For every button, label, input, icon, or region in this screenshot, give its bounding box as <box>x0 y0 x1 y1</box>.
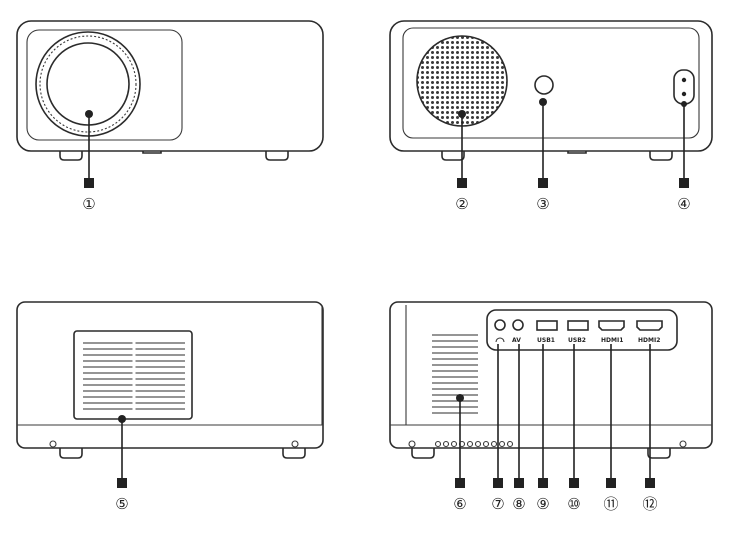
usb2-label: USB2 <box>568 337 586 344</box>
back-view <box>389 20 713 161</box>
callout-3: ③ <box>536 195 549 213</box>
callout-7: ⑦ <box>491 495 504 513</box>
side-view-right: AV USB1 USB2 HDMI1 HDMI2 <box>389 301 713 459</box>
lens-ring <box>35 31 141 137</box>
av-jack <box>512 319 524 331</box>
ir-receiver <box>534 75 554 95</box>
callout-12: ⑫ <box>642 495 657 513</box>
io-panel <box>486 309 678 351</box>
av-label: AV <box>512 337 521 344</box>
callout-9: ⑨ <box>536 495 549 513</box>
power-socket-icon <box>673 69 695 105</box>
hdmi1-label: HDMI1 <box>601 337 623 344</box>
callout-6: ⑥ <box>453 495 466 513</box>
headphone-icon <box>495 337 505 343</box>
hdmi1-port <box>598 320 625 331</box>
callout-4: ④ <box>677 195 690 213</box>
usb2-port <box>567 320 589 331</box>
headphone-jack <box>494 319 506 331</box>
callout-leaders <box>88 102 685 478</box>
usb1-port <box>536 320 558 331</box>
side-view-left <box>16 301 324 459</box>
callout-11: ⑪ <box>603 495 618 513</box>
callout-1: ① <box>82 195 95 213</box>
callout-2: ② <box>455 195 468 213</box>
callout-5: ⑤ <box>115 495 128 513</box>
lens <box>46 42 130 126</box>
callout-10: ⑩ <box>567 495 580 513</box>
callout-markers <box>84 178 689 488</box>
hdmi2-label: HDMI2 <box>638 337 660 344</box>
front-view <box>16 20 324 161</box>
usb1-label: USB1 <box>537 337 555 344</box>
vent-grille <box>73 330 193 420</box>
hdmi2-port <box>636 320 663 331</box>
callout-8: ⑧ <box>512 495 525 513</box>
